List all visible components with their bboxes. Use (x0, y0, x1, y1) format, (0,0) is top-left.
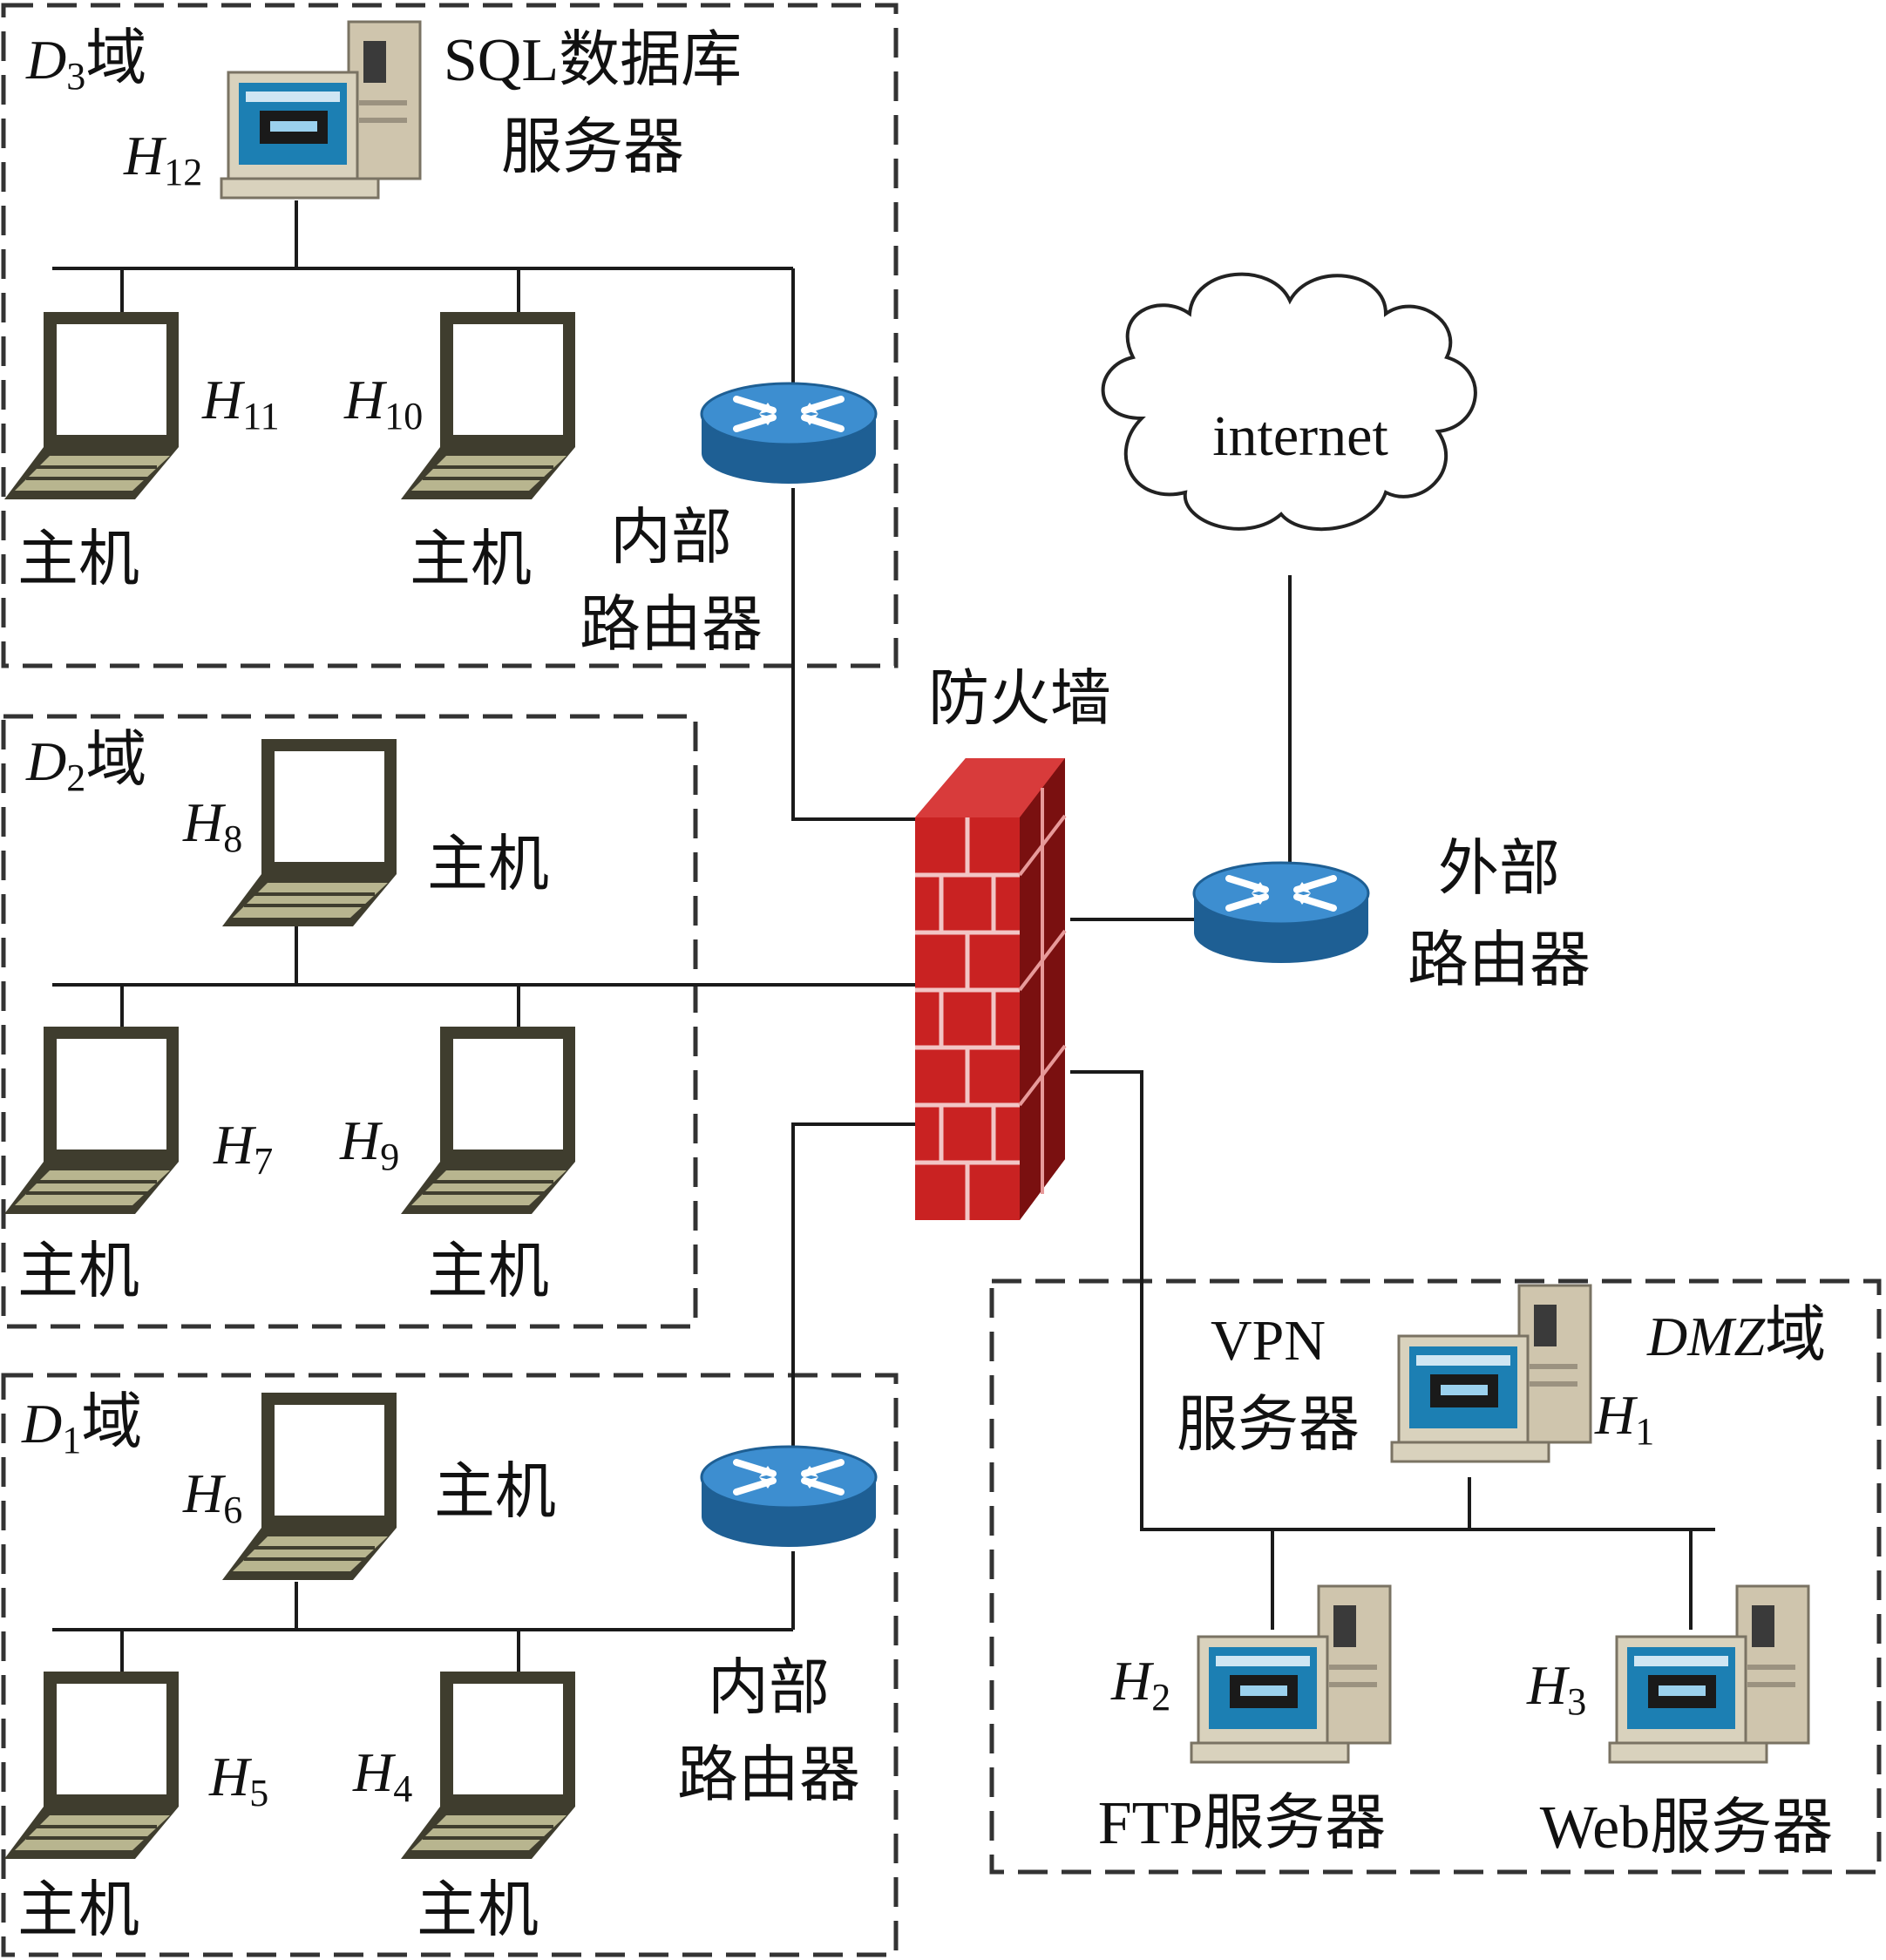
h4-laptop-icon (399, 1670, 577, 1861)
zone-d2-label: D2域 (25, 727, 146, 799)
zone-dmz-label: DMZ域 (1646, 1302, 1826, 1369)
h8-caption: 主机 (427, 831, 549, 899)
h12-caption-line2: 服务器 (501, 114, 684, 181)
internal-router-top-label-line2: 路由器 (580, 592, 763, 659)
zone-d1-boundary (1, 1373, 899, 1957)
firewall-icon (915, 758, 1067, 1220)
h5-laptop-icon (3, 1670, 180, 1861)
h12-label: H12 (123, 125, 202, 193)
h1-label: H1 (1594, 1384, 1654, 1453)
h3-caption: Web服务器 (1540, 1794, 1834, 1862)
firewall-dmz-wire (1070, 1070, 1715, 1531)
h4-caption: 主机 (417, 1877, 539, 1944)
zone-d3-label: D3域 (25, 25, 146, 98)
zone-d3-boundary (1, 3, 899, 668)
d3-router-firewall-wire (791, 488, 922, 821)
internet-label: internet (1212, 404, 1388, 468)
h9-caption: 主机 (427, 1238, 549, 1306)
external-router-label-line1: 外部 (1438, 836, 1560, 903)
h11-caption: 主机 (17, 526, 139, 593)
internet-cloud: internet (1101, 272, 1477, 532)
h2-label: H2 (1110, 1650, 1170, 1719)
internal-router-bottom-label-line2: 路由器 (677, 1742, 860, 1809)
zone-dmz-boundary (989, 1278, 1882, 1875)
h11-label: H11 (201, 369, 280, 437)
h2-ftp-server-icon (1190, 1584, 1392, 1764)
h6-laptop-icon (220, 1391, 398, 1582)
h1-vpn-server-icon (1390, 1284, 1592, 1463)
h10-label: H10 (343, 369, 423, 437)
h12-sql-server-icon (220, 20, 422, 200)
h11-laptop-icon (3, 310, 180, 501)
external-router-label-line2: 路由器 (1408, 927, 1591, 994)
h8-label: H8 (182, 791, 242, 860)
h3-label: H3 (1526, 1654, 1586, 1723)
internal-router-top-icon (702, 383, 876, 484)
h9-label: H9 (339, 1109, 399, 1178)
h1-caption-line1: VPN (1211, 1309, 1326, 1373)
h1-caption-line2: 服务器 (1177, 1392, 1360, 1459)
h7-caption: 主机 (17, 1238, 139, 1306)
internal-router-bottom-icon (702, 1447, 876, 1547)
h6-label: H6 (182, 1462, 242, 1531)
h2-caption: FTP服务器 (1098, 1790, 1387, 1857)
h12-caption-line1: SQL数据库 (444, 27, 742, 94)
internal-router-top-label-line1: 内部 (610, 505, 732, 572)
zone-d1-label: D1域 (21, 1389, 142, 1462)
firewall-label: 防火墙 (928, 666, 1111, 733)
h10-laptop-icon (399, 310, 577, 501)
internal-router-bottom-label-line1: 内部 (708, 1655, 830, 1722)
d1-router-firewall-wire (791, 1122, 922, 1464)
h4-label: H4 (352, 1741, 412, 1810)
h5-caption: 主机 (17, 1877, 139, 1944)
h7-label: H7 (213, 1114, 273, 1183)
h6-caption: 主机 (434, 1459, 556, 1526)
external-router-icon (1194, 863, 1368, 963)
h5-label: H5 (208, 1746, 268, 1814)
h10-caption: 主机 (410, 526, 532, 593)
h7-laptop-icon (3, 1025, 180, 1216)
h3-web-server-icon (1608, 1584, 1810, 1764)
h8-laptop-icon (220, 737, 398, 928)
h9-laptop-icon (399, 1025, 577, 1216)
